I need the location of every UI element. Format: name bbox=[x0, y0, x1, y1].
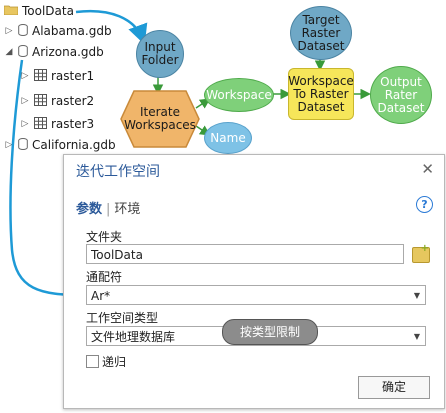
node-text-line: Name bbox=[210, 130, 246, 145]
wildcard-field[interactable]: Ar* ▼ bbox=[86, 285, 426, 305]
dialog-title: 迭代工作空间 bbox=[76, 164, 160, 180]
expand-arrow-icon[interactable]: ▷ bbox=[5, 140, 13, 150]
dialog-tabs: 参数|环境 bbox=[76, 198, 140, 217]
tree-item-alabama[interactable]: ▷ Alabama.gdb bbox=[4, 22, 112, 40]
restrict-by-type-callout: 按类型限制 bbox=[222, 319, 318, 345]
node-text-line: Workspace bbox=[206, 87, 272, 102]
node-text-line: Workspace bbox=[288, 73, 354, 88]
node-text-line: Output bbox=[380, 74, 422, 89]
tree-item-arizona[interactable]: ◢ Arizona.gdb bbox=[4, 43, 104, 61]
recursive-label: 递归 bbox=[102, 355, 127, 369]
node-text-line: To Raster bbox=[293, 86, 349, 101]
database-icon bbox=[18, 23, 28, 39]
expand-arrow-icon[interactable]: ▷ bbox=[21, 119, 29, 129]
node-text-line: Workspaces bbox=[124, 118, 196, 132]
node-text-line: Raster bbox=[301, 25, 341, 40]
tree-item-label: raster3 bbox=[51, 117, 95, 131]
node-text-line: Input bbox=[144, 40, 176, 54]
expand-arrow-icon[interactable]: ▷ bbox=[21, 71, 29, 81]
tree-item-raster2[interactable]: ▷ raster2 bbox=[20, 92, 94, 110]
ok-button[interactable]: 确定 bbox=[358, 376, 430, 399]
help-icon[interactable]: ? bbox=[416, 196, 433, 213]
recursive-checkbox[interactable] bbox=[86, 355, 99, 368]
tree-root[interactable]: ToolData bbox=[3, 2, 74, 20]
tree-item-label: California.gdb bbox=[32, 138, 116, 152]
browse-folder-icon[interactable] bbox=[412, 243, 430, 263]
workspace-type-label: 工作空间类型 bbox=[86, 311, 159, 325]
folder-icon bbox=[3, 4, 19, 18]
node-text-line: Dataset bbox=[377, 100, 425, 115]
iterate-workspace-dialog: 迭代工作空间 ✕ bbox=[63, 154, 445, 409]
expand-arrow-icon[interactable]: ▷ bbox=[5, 26, 13, 36]
node-text-line: Dataset bbox=[297, 99, 345, 114]
database-icon bbox=[18, 44, 28, 60]
folder-field[interactable]: ToolData bbox=[86, 244, 404, 264]
name-node[interactable]: Name bbox=[204, 122, 252, 154]
folder-label: 文件夹 bbox=[86, 230, 123, 244]
collapse-arrow-icon[interactable]: ◢ bbox=[5, 47, 13, 57]
tree-root-label: ToolData bbox=[22, 4, 74, 18]
chevron-down-icon[interactable]: ▼ bbox=[413, 332, 420, 341]
node-text-line: Dataset bbox=[297, 38, 345, 53]
tree-item-raster3[interactable]: ▷ raster3 bbox=[20, 115, 94, 133]
raster-grid-icon bbox=[34, 68, 47, 84]
raster-grid-icon bbox=[34, 93, 47, 109]
iterate-workspaces-node[interactable] bbox=[120, 90, 200, 148]
wildcard-label: 通配符 bbox=[86, 270, 123, 284]
node-text-line: Folder bbox=[141, 53, 179, 67]
workspace-type-value: 文件地理数据库 bbox=[91, 330, 176, 344]
raster-grid-icon bbox=[34, 116, 47, 132]
chevron-down-icon[interactable]: ▼ bbox=[413, 291, 420, 300]
tree-item-label: raster1 bbox=[51, 69, 95, 83]
node-text-line: Iterate bbox=[139, 105, 180, 119]
tree-item-california[interactable]: ▷ California.gdb bbox=[4, 136, 116, 154]
tab-parameters[interactable]: 参数 bbox=[76, 202, 103, 217]
wildcard-value: Ar* bbox=[91, 289, 111, 303]
close-icon[interactable]: ✕ bbox=[421, 160, 434, 178]
node-text-line: Rater bbox=[384, 87, 418, 102]
tab-environments[interactable]: 环境 bbox=[114, 202, 141, 217]
database-icon bbox=[18, 137, 28, 153]
tree-item-label: Alabama.gdb bbox=[32, 24, 112, 38]
node-text-line: Target bbox=[302, 12, 340, 27]
tab-separator: | bbox=[106, 202, 111, 217]
expand-arrow-icon[interactable]: ▷ bbox=[21, 96, 29, 106]
tree-item-label: Arizona.gdb bbox=[32, 45, 104, 59]
tree-item-raster1[interactable]: ▷ raster1 bbox=[20, 67, 94, 85]
tree-item-label: raster2 bbox=[51, 94, 95, 108]
workspace-node[interactable]: Workspace bbox=[204, 78, 274, 112]
